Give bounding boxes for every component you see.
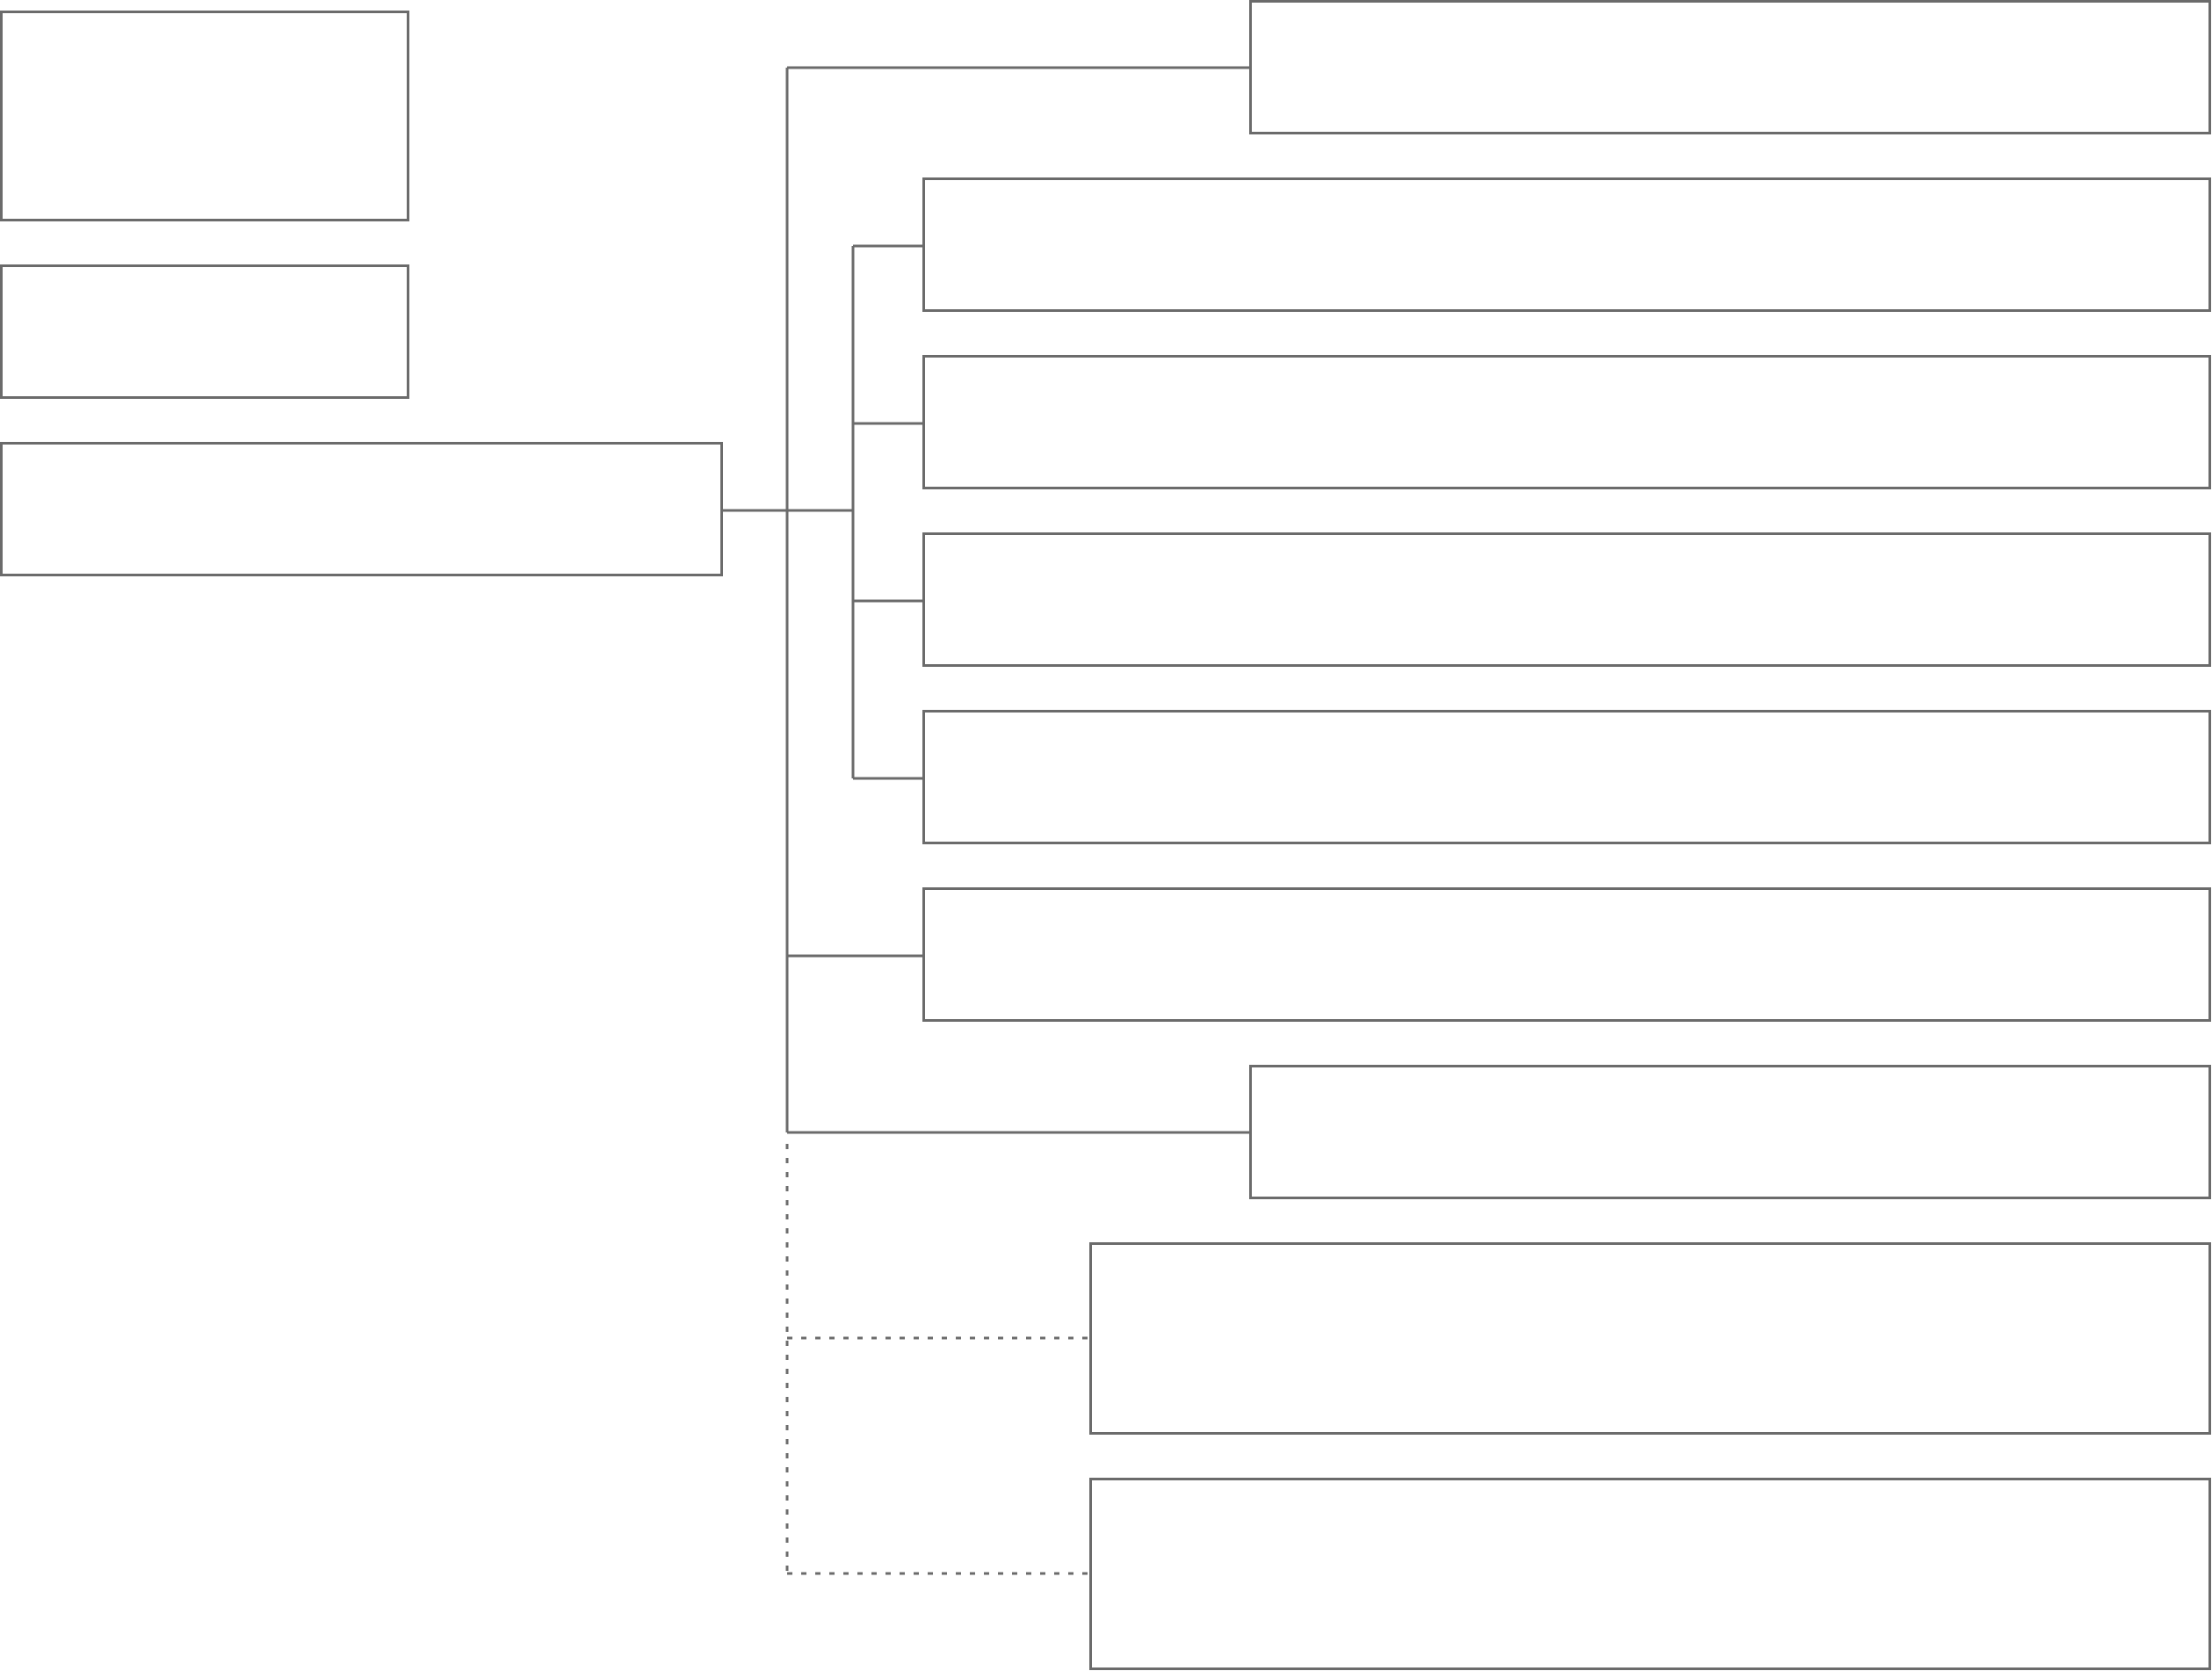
sub-box-1 (922, 177, 2211, 312)
branch-box-middle (922, 887, 2211, 1022)
connectors (722, 66, 1250, 1575)
branch-box-bottom (1249, 1065, 2211, 1199)
root-box (0, 442, 723, 576)
optional-box-1 (1089, 1242, 2211, 1435)
legend-box-2 (0, 264, 409, 399)
sub-box-2 (922, 355, 2211, 489)
sub-box-4 (922, 710, 2211, 844)
branch-box-top (1249, 0, 2211, 134)
optional-box-2 (1089, 1478, 2211, 1670)
legend-box-1 (0, 11, 409, 221)
sub-box-3 (922, 532, 2211, 667)
